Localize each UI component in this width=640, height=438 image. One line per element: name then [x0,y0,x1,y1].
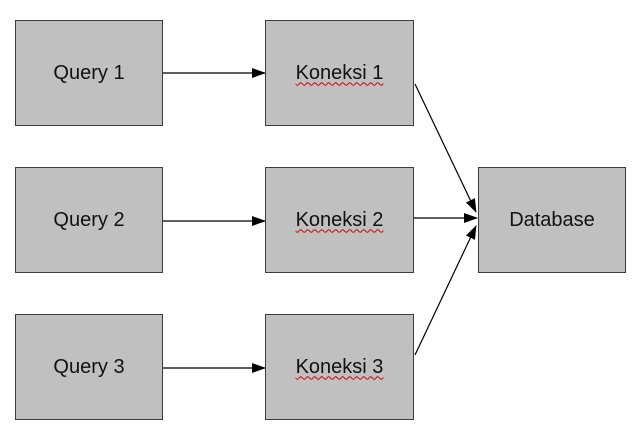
node-koneksi-3: Koneksi 3 [265,314,414,420]
node-koneksi-2-label: Koneksi 2 [295,208,384,231]
node-query-1: Query 1 [15,20,163,126]
arrow-koneksi-1-to-database [414,83,477,213]
node-database-label: Database [509,208,595,231]
node-query-3-label: Query 3 [53,355,125,378]
node-query-3: Query 3 [15,314,163,420]
node-koneksi-1: Koneksi 1 [265,20,414,126]
node-koneksi-2: Koneksi 2 [265,167,414,273]
node-query-2: Query 2 [15,167,163,273]
node-database: Database [478,167,626,273]
node-koneksi-1-label: Koneksi 1 [295,61,384,84]
node-query-1-label: Query 1 [53,61,125,84]
node-query-2-label: Query 2 [53,208,125,231]
node-koneksi-3-label: Koneksi 3 [295,355,384,378]
arrow-koneksi-3-to-database [414,225,477,356]
